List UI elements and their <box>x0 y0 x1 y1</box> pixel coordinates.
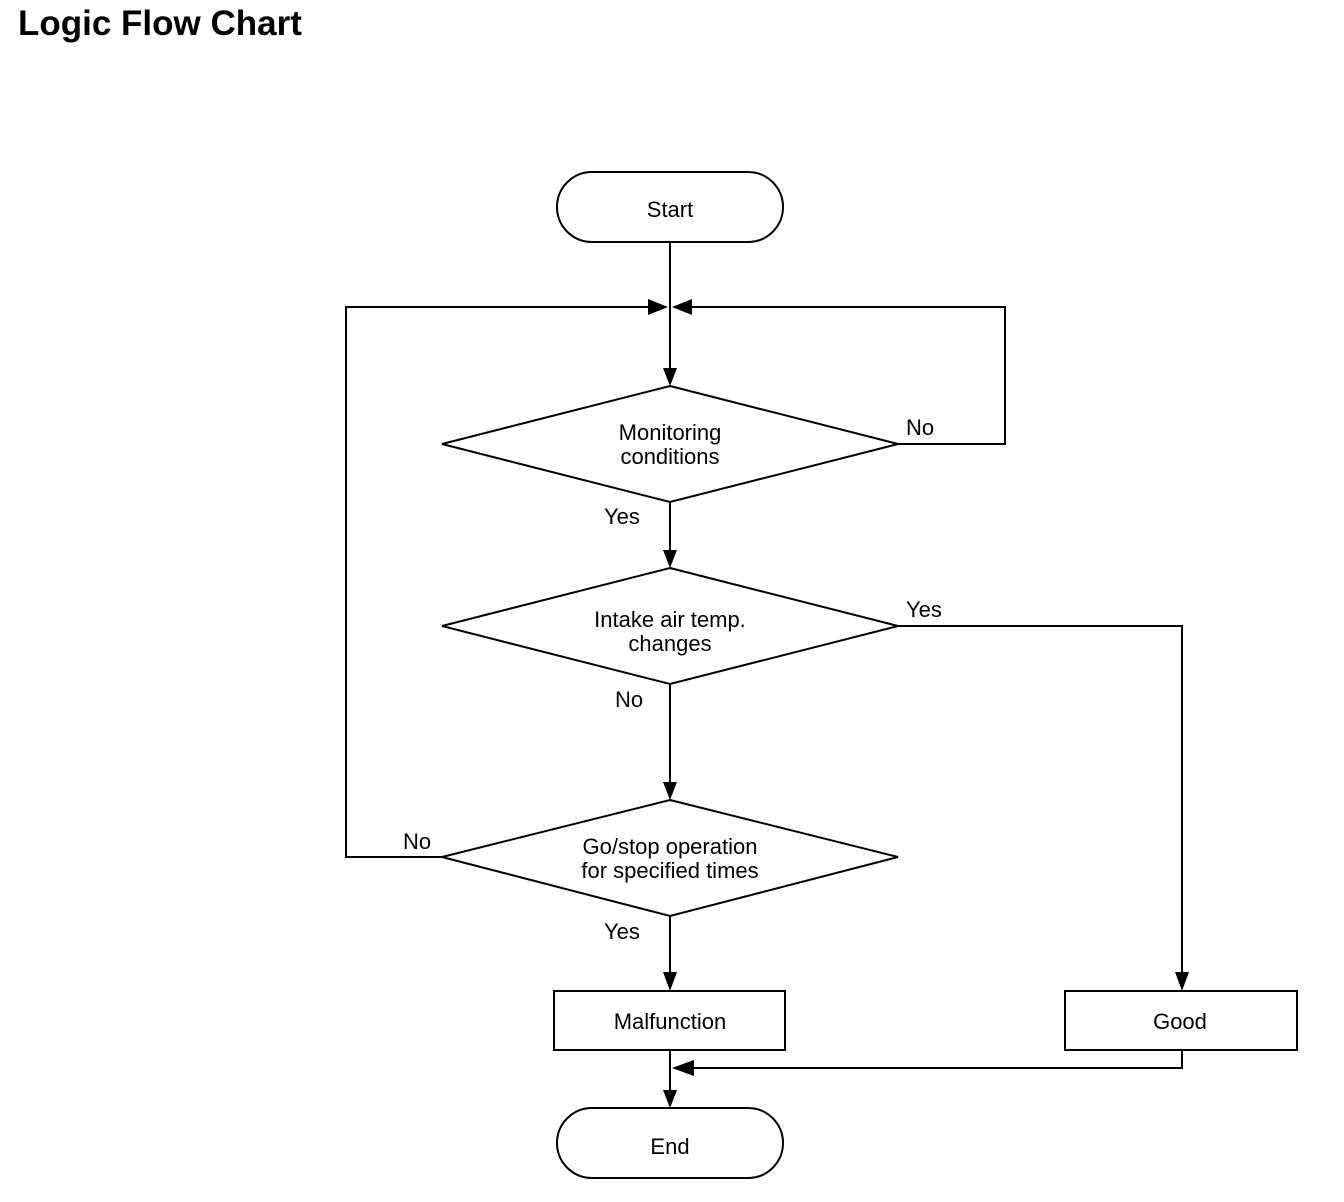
intake-label-line2: changes <box>628 631 711 656</box>
malfunction-box <box>553 990 786 1051</box>
arrowhead-into-monitoring <box>663 368 677 386</box>
start-terminal <box>556 171 784 243</box>
edge-intake-yes <box>898 625 1183 974</box>
label-intake-no: No <box>615 687 643 712</box>
node-malfunction: Malfunction <box>553 990 786 1051</box>
good-label: Good <box>1153 1009 1207 1034</box>
edge-monitoring-no-loop <box>690 306 1006 445</box>
start-label: Start <box>647 197 693 222</box>
edge-good-to-end <box>692 1050 1183 1069</box>
label-monitoring-no: No <box>906 415 934 440</box>
edge-labels: No Yes Yes No No Yes <box>403 415 942 944</box>
gostop-label-line1: Go/stop operation <box>583 834 758 859</box>
gostop-decision <box>441 798 899 918</box>
node-gostop: Go/stop operation for specified times <box>441 798 899 918</box>
node-end: End <box>556 1107 784 1179</box>
node-monitoring: Monitoring conditions <box>441 384 899 504</box>
arrowhead-into-malfunction <box>663 972 677 991</box>
arrowhead-into-good <box>1175 972 1189 991</box>
monitoring-decision <box>441 384 899 504</box>
gostop-label-line2: for specified times <box>581 858 758 883</box>
label-gostop-yes: Yes <box>604 919 640 944</box>
node-good: Good <box>1064 990 1298 1051</box>
intake-label-line1: Intake air temp. <box>594 607 746 632</box>
edge-gostop-no-loop <box>345 306 650 858</box>
label-gostop-no: No <box>403 829 431 854</box>
node-intake: Intake air temp. changes <box>441 566 899 686</box>
arrowhead-gostop-no <box>648 299 668 315</box>
arrowhead-monitoring-no <box>672 299 692 315</box>
label-monitoring-yes: Yes <box>604 504 640 529</box>
arrowhead-into-end <box>663 1090 677 1108</box>
page-title: Logic Flow Chart <box>18 4 302 43</box>
intake-decision <box>441 566 899 686</box>
good-box <box>1064 990 1298 1051</box>
malfunction-label: Malfunction <box>614 1009 727 1034</box>
arrowhead-into-gostop <box>663 782 677 800</box>
monitoring-label-line2: conditions <box>620 444 719 469</box>
node-start: Start <box>556 171 784 243</box>
arrowhead-good-join <box>672 1060 694 1076</box>
edges <box>345 242 1189 1108</box>
end-terminal <box>556 1107 784 1179</box>
end-label: End <box>650 1134 689 1159</box>
label-intake-yes: Yes <box>906 597 942 622</box>
monitoring-label-line1: Monitoring <box>619 420 722 445</box>
arrowhead-into-intake <box>663 550 677 568</box>
